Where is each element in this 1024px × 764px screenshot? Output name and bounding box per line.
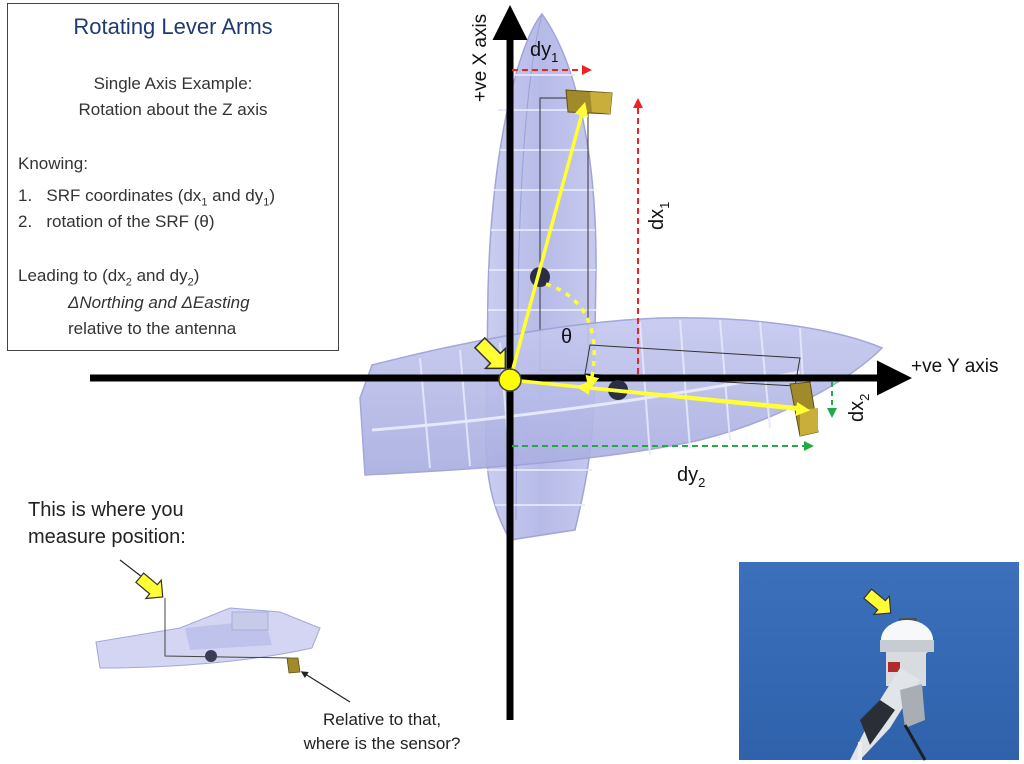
dx2-label: dx2 [846, 394, 872, 422]
antenna-photo [739, 562, 1019, 761]
small-boat-illustration [95, 559, 351, 703]
dx1-label: dx1 [646, 202, 672, 230]
axes [90, 5, 912, 720]
relative-line: relative to the antenna [68, 319, 237, 338]
measure-caption: This is where you measure position: [28, 497, 186, 551]
dy1-label: dy1 [530, 39, 558, 65]
info-box: Rotating Lever Arms Single Axis Example:… [7, 3, 339, 351]
subtitle-line-2: Rotation about the Z axis [78, 100, 268, 119]
small-boat-cg [205, 650, 217, 662]
theta-label: θ [561, 326, 572, 348]
sensor-caption: Relative to that, where is the sensor? [282, 708, 482, 756]
knowing-item-2: 2. rotation of the SRF (θ) [18, 212, 215, 231]
measure-caption-line-2: measure position: [28, 526, 186, 548]
sensor-caption-line-2: where is the sensor? [303, 734, 461, 753]
origin-pointer-arrow [473, 336, 507, 370]
x-axis-label: +ve X axis [470, 14, 491, 102]
lever-arm-vectors [509, 101, 811, 416]
dy2-label: dy2 [677, 464, 705, 490]
subtitle-line-1: Single Axis Example: [93, 74, 253, 93]
leading-line: Leading to (dx2 and dy2) [18, 266, 200, 289]
small-boat-sensor [286, 657, 301, 674]
y-axis-label: +ve Y axis [911, 356, 999, 377]
info-title: Rotating Lever Arms [73, 14, 273, 39]
delta-line: ΔNorthing and ΔEasting [68, 293, 250, 312]
sensor-caption-line-1: Relative to that, [322, 710, 442, 729]
antenna-origin-dot [498, 368, 522, 392]
small-boat-pointer-arrow [135, 572, 164, 600]
measure-caption-line-1: This is where you [28, 499, 184, 521]
sensor-original [565, 89, 613, 115]
knowing-label: Knowing: [18, 154, 88, 173]
photo-pointer-arrow [863, 588, 892, 616]
knowing-item-1: 1. SRF coordinates (dx1 and dy1) [18, 186, 275, 209]
